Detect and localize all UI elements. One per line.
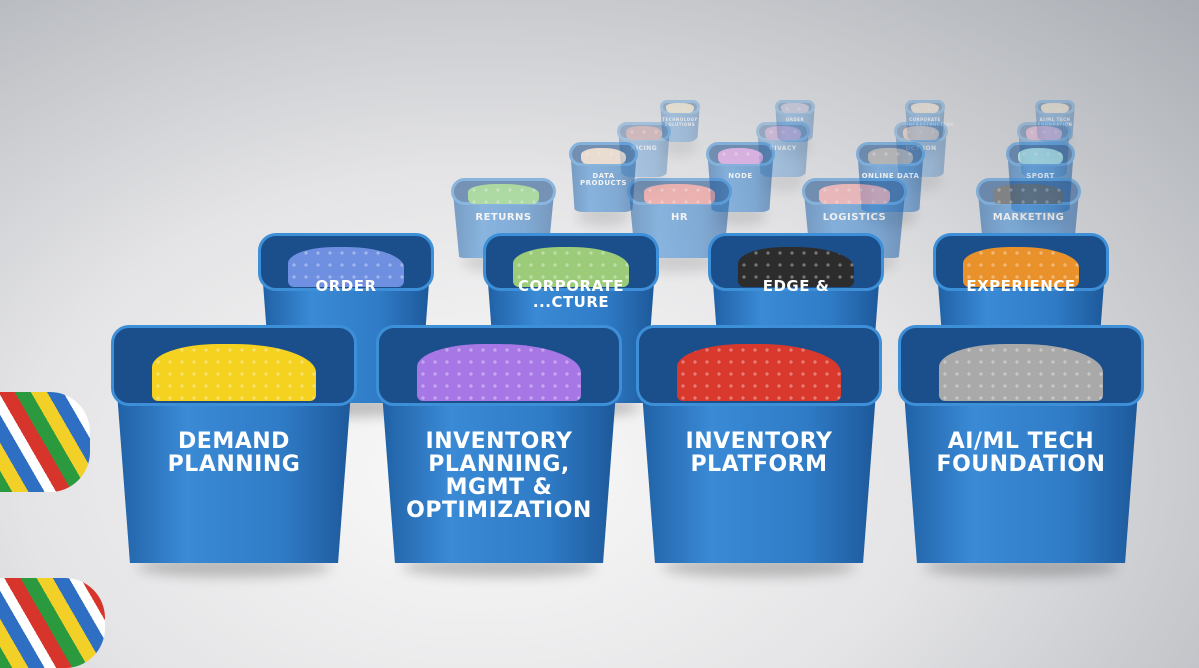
bucket-shadow [664, 136, 696, 156]
bucket-front-2: INVENTORY PLATFORM [635, 325, 883, 577]
lego-bricks-icon [938, 344, 1104, 402]
bucket-rim [617, 122, 671, 141]
lego-bricks-icon [644, 184, 715, 204]
bucket-label: AI/ML TECH FOUNDATION [936, 428, 1106, 477]
lego-bricks-icon [903, 126, 939, 140]
bucket-label: DATA PRODUCTS [580, 171, 627, 188]
lego-bricks-icon [867, 147, 914, 165]
lego-bricks-icon [993, 184, 1064, 204]
lego-pile-top [0, 392, 90, 492]
bucket-label: DEMAND PLANNING [167, 428, 301, 477]
bucket-rim [894, 122, 948, 141]
lego-bricks-icon [676, 344, 842, 402]
bucket-rim [1017, 122, 1071, 141]
bucket-label: HR [670, 212, 689, 224]
bucket-rim [904, 100, 946, 115]
lego-pile-bottom [0, 578, 105, 668]
bucket-label: EDGE & [762, 276, 830, 295]
bucket-label: MARKETING [992, 212, 1065, 224]
bucket-label: RETURNS [475, 212, 532, 224]
bucket-sixth-0: TECHNOLOGY SOLUTIONS [659, 100, 701, 156]
bucket-label: TECHNOLOGY SOLUTIONS [662, 117, 698, 127]
bucket-shadow [762, 171, 804, 191]
lego-bricks-icon [287, 246, 405, 288]
bucket-label: RIVACY [769, 145, 797, 153]
lego-bricks-icon [580, 147, 627, 165]
lego-bricks-icon [737, 246, 855, 288]
lego-bricks-icon [1041, 103, 1069, 114]
bucket-front-1: INVENTORY PLANNING, MGMT & OPTIMIZATION [375, 325, 623, 577]
lego-bricks-icon [765, 126, 801, 140]
bucket-label: CORPORATE ...CTURE [517, 276, 625, 311]
lego-bricks-icon [781, 103, 809, 114]
lego-bricks-icon [626, 126, 662, 140]
bucket-rim [774, 100, 816, 115]
bucket-label: NODE [728, 171, 753, 180]
bucket-shadow [779, 136, 811, 156]
lego-bricks-icon [512, 246, 630, 288]
lego-bricks-icon [416, 344, 582, 402]
bucket-rim [659, 100, 701, 115]
bucket-front-0: DEMAND PLANNING [110, 325, 358, 577]
lego-bricks-icon [1026, 126, 1062, 140]
bucket-rim [1034, 100, 1076, 115]
lego-bricks-icon [468, 184, 539, 204]
bucket-label: ONLINE DATA [861, 171, 920, 180]
lego-bricks-icon [1017, 147, 1064, 165]
bucket-label: RICING [630, 145, 658, 153]
bucket-label: SPORT [1026, 171, 1055, 180]
bucket-label: ORDER [315, 276, 377, 295]
lego-bricks-icon [911, 103, 939, 114]
lego-bricks-icon [962, 246, 1080, 288]
bucket-front-3: AI/ML TECH FOUNDATION [897, 325, 1145, 577]
bucket-label: INVENTORY PLANNING, MGMT & OPTIMIZATION [406, 428, 592, 523]
bucket-fourth-0: DATA PRODUCTS [569, 142, 638, 226]
lego-bricks-icon [666, 103, 694, 114]
bucket-label: EXPERIENCE [966, 276, 1076, 295]
bucket-rim [756, 122, 810, 141]
lego-bricks-icon [819, 184, 890, 204]
bucket-label: ORDER [785, 117, 805, 123]
lego-bricks-icon [151, 344, 317, 402]
lego-bricks-icon [717, 147, 764, 165]
bucket-label: LOGISTICS [822, 212, 887, 224]
bucket-label: INVENTORY PLATFORM [685, 428, 833, 477]
